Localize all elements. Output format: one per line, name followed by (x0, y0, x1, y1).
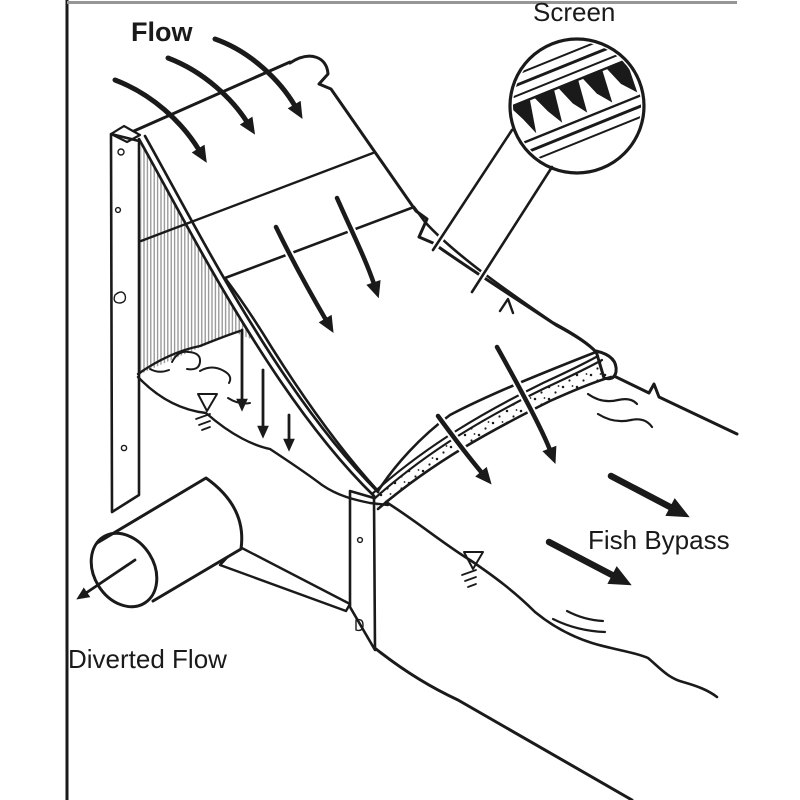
pebble (114, 206, 122, 214)
diverted-flow-label: Diverted Flow (68, 644, 227, 674)
ogee-curve-edge (137, 134, 380, 498)
upstream-water-edge-upper (136, 329, 242, 376)
water-squiggle (171, 350, 202, 371)
water-squiggle (227, 397, 251, 405)
flow-label: Flow (131, 17, 193, 47)
wedge-bar (557, 78, 588, 113)
water-surface-symbol-upstream (195, 393, 218, 431)
wedge-bar (533, 88, 563, 123)
bypass-water-edge (384, 500, 719, 699)
upstream-water-edge-lower (136, 375, 390, 507)
pebble (355, 618, 364, 632)
wedge-bar (513, 98, 537, 134)
lip-rounded-end (594, 349, 618, 381)
labels: Flow Screen Fish Bypass Diverted Flow (68, 0, 730, 674)
over-screen-arrow (334, 195, 381, 299)
right-bank-line (612, 374, 739, 436)
flow-arrow (112, 77, 207, 163)
over-screen-arrow (273, 224, 334, 333)
face-panel-divider-line (139, 151, 375, 243)
wedge-wire-detail (513, 42, 641, 165)
leader-line (431, 128, 514, 252)
bypass-arrow (607, 472, 690, 518)
water-squiggle (551, 617, 607, 634)
water-squiggle (149, 368, 170, 373)
left-concrete-wall (109, 124, 142, 514)
screen-detail-magnifier (430, 37, 646, 294)
crest-ridge-line (132, 60, 292, 133)
fish-bypass-arrows (545, 472, 690, 586)
fish-bypass-label: Fish Bypass (588, 525, 730, 555)
water-features (136, 329, 739, 699)
through-screen-arrows (236, 328, 295, 452)
diverted-flow-arrow (76, 558, 137, 600)
fish-screen-surface (223, 205, 598, 493)
channel-wall-footing (218, 544, 352, 613)
channel-floor-corner (374, 647, 634, 800)
over-screen-arrow (494, 344, 557, 464)
screen-lip-concrete-band (370, 349, 618, 511)
channel-structure (218, 489, 634, 800)
bypass-arrow (545, 538, 632, 586)
page-border (65, 0, 737, 800)
ogee-face-shading (139, 143, 256, 375)
flow-arrow (212, 36, 303, 119)
leader-line (470, 165, 554, 294)
screen-label: Screen (533, 0, 615, 27)
water-squiggle (596, 412, 654, 429)
flow-arrow (165, 55, 256, 135)
outlet-pipe (76, 476, 244, 609)
wedge-bar (605, 59, 638, 93)
flow-arrows (112, 36, 303, 163)
wall-top-face (109, 124, 142, 144)
over-screen-arrow (435, 413, 492, 485)
detail-circle (508, 37, 646, 175)
water-squiggle (586, 392, 639, 406)
water-squiggle (199, 366, 232, 384)
break-tick (498, 297, 515, 315)
water-squiggle (565, 609, 605, 623)
wedge-bar (581, 68, 613, 103)
pebble (117, 148, 125, 156)
pebble (113, 291, 127, 304)
water-surface-symbol-bypass (461, 551, 484, 588)
pebble (120, 444, 128, 452)
screen-flow-arrows (271, 193, 557, 485)
pebble (356, 536, 364, 544)
